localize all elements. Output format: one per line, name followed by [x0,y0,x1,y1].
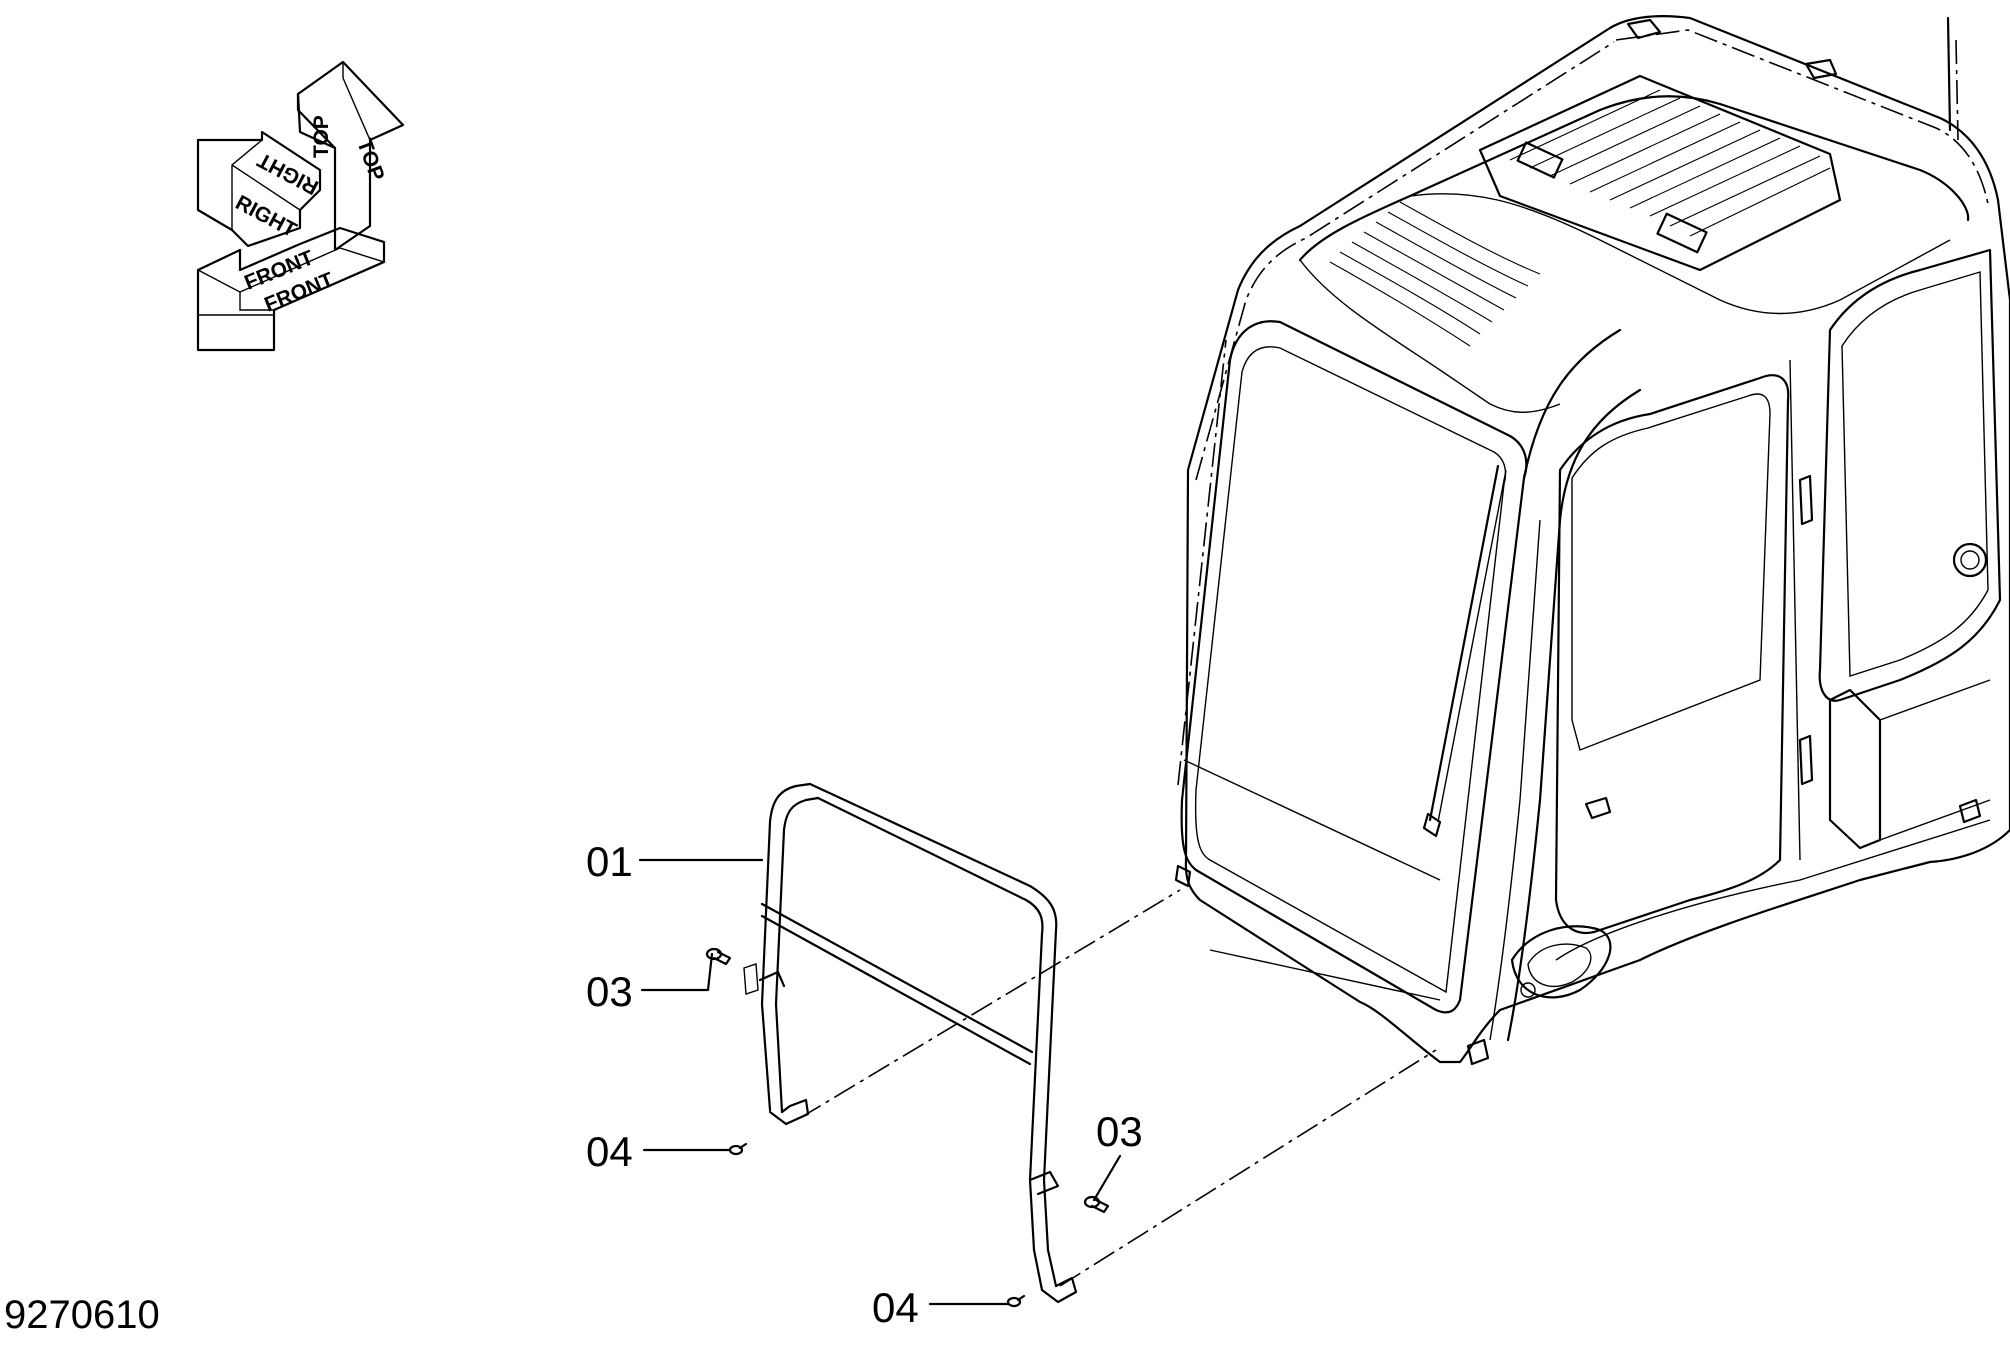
operator-cab [1174,15,2010,1066]
top-arrow-icon: TOP TOP [296,60,405,252]
fasteners [705,947,1110,1308]
callout-04-label: 04 [586,1128,633,1175]
callout-03b-leader [1092,1154,1122,1202]
drawing-number: 9270610 [4,1293,160,1337]
roof-ribs [1329,201,1541,347]
door-window [1571,393,1771,751]
assembly-lines [799,889,1437,1287]
rear-side-window [1818,248,2002,702]
screw-icon [728,1142,748,1156]
cab-door [1554,374,1790,934]
front-window-glass [1194,346,1507,994]
orientation-key: TOP TOP RIGHT RIGHT FRONT FRONT [196,60,405,352]
callout-01-label: 01 [586,838,633,885]
callout-04b-label: 04 [872,1284,919,1331]
right-label-1: RIGHT [232,191,301,242]
screw-icon [1006,1294,1026,1308]
top-label-1: TOP [310,115,333,158]
front-guard [743,782,1078,1304]
right-foot-bracket [1040,1276,1078,1304]
bolt-icon [705,947,732,966]
bolt-icon [1083,1195,1110,1214]
wiper [1428,464,1500,822]
cab-outline [1184,15,2010,1064]
roof [1298,95,1970,262]
right-arrow-icon: RIGHT RIGHT [196,130,322,248]
top-label-2: TOP [352,136,388,184]
callout-03-leader [640,952,714,992]
front-window-frame [1180,320,1528,1014]
left-foot-bracket [768,1098,810,1126]
roof-hatch [1478,74,1842,272]
front-arrow-icon: FRONT FRONT [196,226,386,352]
badge-icon [1952,542,1988,578]
callout-03-label: 03 [586,968,633,1015]
step-light [1510,925,1612,999]
antenna [1946,16,1952,132]
callout-03b-label: 03 [1096,1108,1143,1155]
callouts: 01 03 03 04 04 [586,838,1143,1331]
